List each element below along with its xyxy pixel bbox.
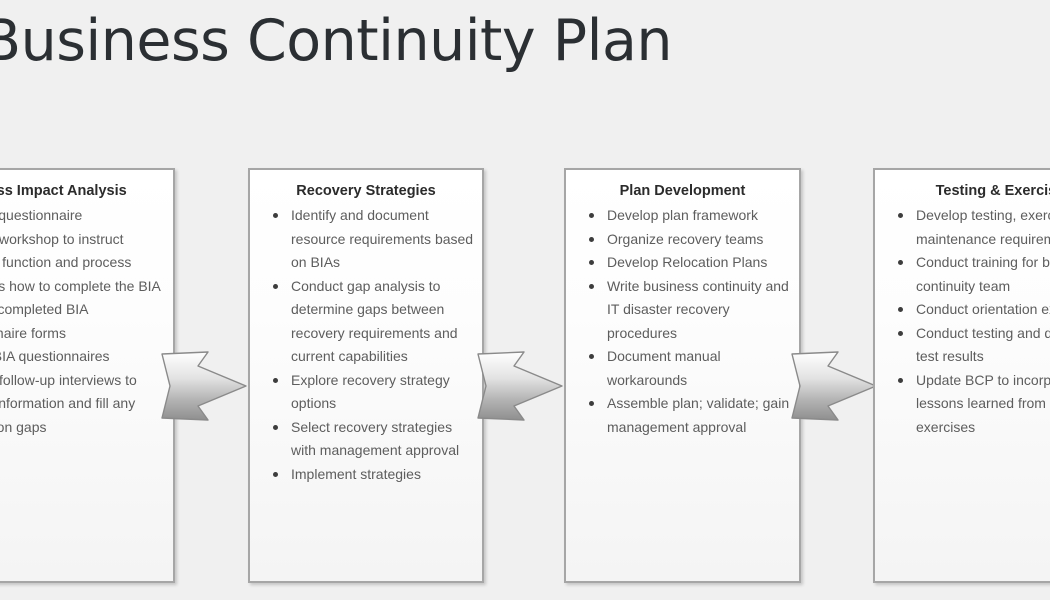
process-step-recovery-strategies[interactable]: Recovery Strategies Identify and documen…: [248, 168, 484, 583]
process-step-testing-and-exercises[interactable]: Testing & Exercises Develop testing, exe…: [873, 168, 1050, 583]
page-title: Business Continuity Plan: [0, 8, 673, 74]
process-step-business-impact-analysis[interactable]: Business Impact Analysis Develop questio…: [0, 168, 175, 583]
list-item: Conduct workshop to instruct business fu…: [0, 228, 165, 299]
process-step-title: Business Impact Analysis: [0, 183, 127, 199]
list-item: Explore recovery strategy options: [271, 369, 474, 416]
list-item: Develop Relocation Plans: [587, 251, 791, 275]
list-item: Receive completed BIA questionnaire form…: [0, 298, 165, 345]
list-item: Develop questionnaire: [0, 204, 165, 228]
right-arrow-icon: [791, 351, 877, 421]
list-item: Write business continuity and IT disaste…: [587, 275, 791, 346]
process-step-title: Testing & Exercises: [935, 183, 1050, 199]
list-item: Implement strategies: [271, 463, 474, 487]
list-item: Update BCP to incorporate lessons learne…: [896, 369, 1050, 440]
list-item: Review BIA questionnaires: [0, 345, 165, 369]
right-arrow-icon: [161, 351, 247, 421]
list-item: Select recovery strategies with manageme…: [271, 416, 474, 463]
list-item: Assemble plan; validate; gain management…: [587, 392, 791, 439]
list-item: Conduct orientation exercises: [896, 298, 1050, 322]
process-step-bullet-list: Identify and document resource requireme…: [250, 204, 482, 486]
list-item: Develop plan framework: [587, 204, 791, 228]
process-step-title: Recovery Strategies: [296, 183, 436, 199]
process-step-title: Plan Development: [619, 183, 746, 199]
right-arrow-icon: [477, 351, 563, 421]
list-item: Organize recovery teams: [587, 228, 791, 252]
process-step-bullet-list: Develop plan framework Organize recovery…: [566, 204, 799, 439]
process-step-bullet-list: Develop testing, exercise and maintenanc…: [875, 204, 1050, 439]
list-item: Conduct follow-up interviews to validate…: [0, 369, 165, 440]
list-item: Document manual workarounds: [587, 345, 791, 392]
list-item: Conduct gap analysis to determine gaps b…: [271, 275, 474, 369]
list-item: Develop testing, exercise and maintenanc…: [896, 204, 1050, 251]
list-item: Identify and document resource requireme…: [271, 204, 474, 275]
list-item: Conduct training for business continuity…: [896, 251, 1050, 298]
process-step-plan-development[interactable]: Plan Development Develop plan framework …: [564, 168, 801, 583]
process-step-bullet-list: Develop questionnaire Conduct workshop t…: [0, 204, 173, 439]
list-item: Conduct testing and document test result…: [896, 322, 1050, 369]
